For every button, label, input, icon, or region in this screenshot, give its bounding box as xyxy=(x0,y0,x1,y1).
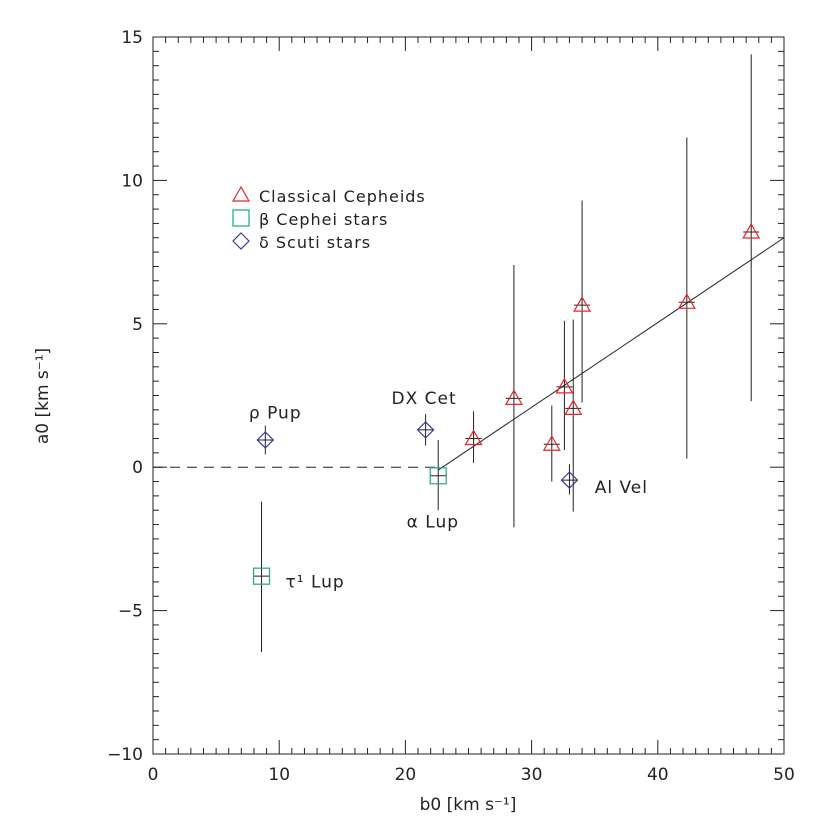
x-tick-label: 30 xyxy=(521,765,543,785)
star-annotations: ρ Pup DX Cet α Lup Al Vel τ¹ Lup xyxy=(249,389,648,593)
triangle-point xyxy=(677,293,696,309)
triangle-point xyxy=(464,429,483,446)
x-tick-label: 20 xyxy=(395,765,417,785)
data-points xyxy=(252,54,761,653)
y-axis-label: a0 [km s⁻¹] xyxy=(33,348,53,444)
y-tick-label: 15 xyxy=(121,28,143,48)
diamond-point xyxy=(560,471,579,489)
y-tick-label: −10 xyxy=(107,745,143,765)
legend-label: Classical Cepheids xyxy=(259,187,426,206)
triangle-point xyxy=(504,389,523,405)
triangle-point xyxy=(542,435,561,451)
triangle-point xyxy=(564,399,583,416)
star-label: ρ Pup xyxy=(249,403,302,423)
legend-label: β Cephei stars xyxy=(259,210,388,229)
triangle-point xyxy=(555,377,574,394)
x-tick-label: 10 xyxy=(268,765,290,785)
square-point xyxy=(252,567,271,585)
x-axis-label: b0 [km s⁻¹] xyxy=(420,795,517,815)
y-tick-label: 0 xyxy=(132,458,143,478)
legend-triangle-icon xyxy=(231,185,251,202)
star-label: Al Vel xyxy=(595,478,648,498)
legend-square-icon xyxy=(232,209,250,227)
x-tick-label: 0 xyxy=(148,765,159,785)
legend-label: δ Scuti stars xyxy=(259,233,371,252)
y-tick-label: −5 xyxy=(118,602,143,622)
star-label: DX Cet xyxy=(392,389,457,409)
reference-lines xyxy=(153,237,785,471)
axis-ticks: 0 10 20 30 40 50 −10 −5 0 5 10 15 xyxy=(107,28,795,785)
plot-frame xyxy=(152,36,785,755)
fit-line xyxy=(437,237,785,471)
x-tick-label: 40 xyxy=(647,765,669,785)
diamond-point xyxy=(416,421,435,439)
y-tick-label: 5 xyxy=(132,315,143,335)
star-label: α Lup xyxy=(407,512,459,532)
triangle-point xyxy=(742,222,761,239)
legend-diamond-icon xyxy=(232,232,250,250)
legend: Classical Cepheids β Cephei stars δ Scuti … xyxy=(231,185,426,252)
x-tick-label: 50 xyxy=(773,765,795,785)
triangle-point xyxy=(573,295,592,312)
diamond-point xyxy=(256,431,275,449)
y-tick-label: 10 xyxy=(121,171,143,191)
square-point xyxy=(429,467,447,485)
star-label: τ¹ Lup xyxy=(286,573,345,593)
